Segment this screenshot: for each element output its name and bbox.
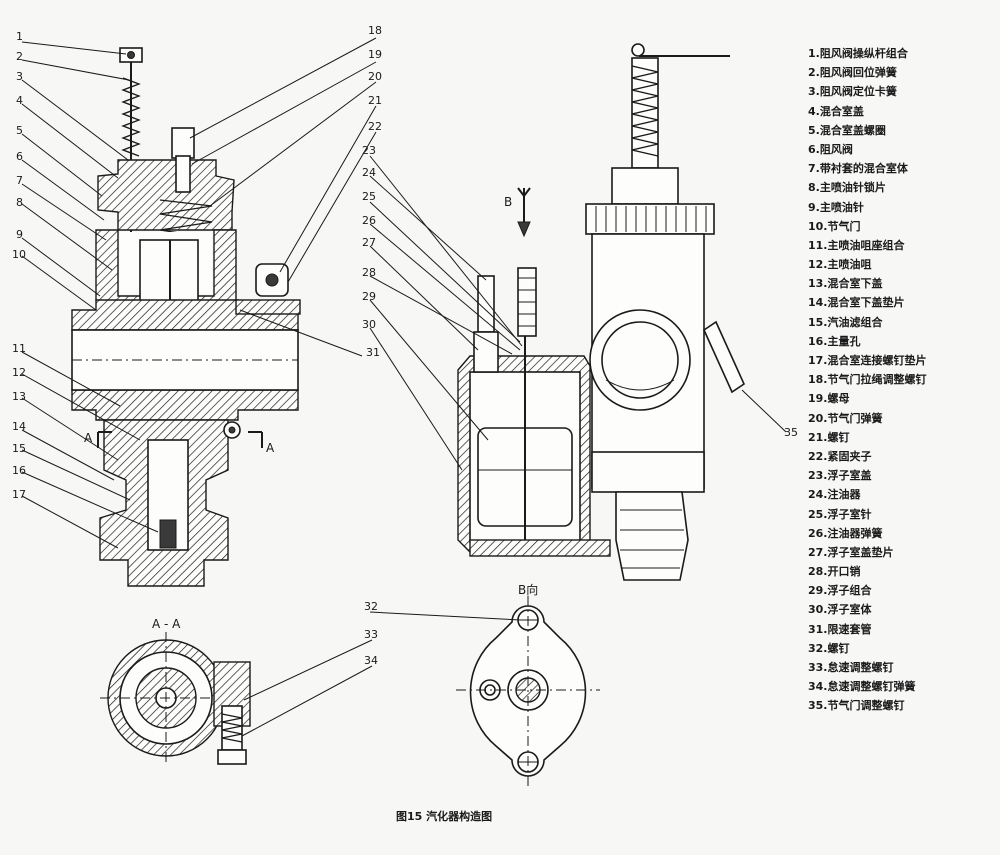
callout-1: 1 bbox=[16, 30, 23, 43]
callout-29: 29 bbox=[362, 290, 376, 303]
legend-item: 4.混合室盖 bbox=[808, 104, 864, 118]
legend-item: 2.阻风阀回位弹簧 bbox=[808, 66, 897, 80]
legend-item: 15.汽油滤组合 bbox=[808, 315, 883, 329]
callout-11: 11 bbox=[12, 342, 26, 355]
legend-item: 13.混合室下盖 bbox=[808, 277, 883, 291]
callout-18: 18 bbox=[368, 24, 382, 37]
legend-item: 20.节气门弹簧 bbox=[808, 411, 883, 425]
section-view-title: A - A bbox=[152, 617, 181, 631]
section-a-a-leaders bbox=[241, 639, 373, 737]
legend-item: 6.阻风阀 bbox=[808, 142, 853, 156]
callout-15: 15 bbox=[12, 442, 26, 455]
callout-26: 26 bbox=[362, 214, 376, 227]
callout-32: 32 bbox=[364, 600, 378, 613]
legend-item: 17.混合室连接螺钉垫片 bbox=[808, 354, 927, 367]
legend-item: 9.主喷油针 bbox=[808, 200, 864, 214]
figure-caption: 图15 汽化器构造图 bbox=[396, 810, 493, 823]
middle-leaders bbox=[369, 155, 787, 471]
section-mark-right: A bbox=[266, 441, 275, 455]
callout-3: 3 bbox=[16, 70, 23, 83]
middle-callouts: 23 24 25 26 27 28 29 30 35 B bbox=[362, 144, 798, 439]
callout-35: 35 bbox=[784, 426, 798, 439]
legend-item: 18.节气门拉绳调整螺钉 bbox=[808, 373, 927, 387]
callout-12: 12 bbox=[12, 366, 26, 379]
legend-item: 35.节气门调整螺钉 bbox=[808, 699, 905, 713]
callout-20: 20 bbox=[368, 70, 382, 83]
callout-30: 30 bbox=[362, 318, 376, 331]
b-view: B向 32 bbox=[364, 582, 600, 786]
legend-item: 32.螺钉 bbox=[808, 641, 850, 655]
callout-28: 28 bbox=[362, 266, 376, 279]
callout-34: 34 bbox=[364, 654, 378, 667]
legend-item: 8.主喷油针锁片 bbox=[808, 181, 886, 195]
legend-item: 16.主量孔 bbox=[808, 334, 861, 348]
callout-5: 5 bbox=[16, 124, 23, 137]
legend-item: 31.限速套管 bbox=[808, 622, 872, 636]
legend-item: 26.注油器弹簧 bbox=[808, 526, 883, 540]
callout-8: 8 bbox=[16, 196, 23, 209]
left-callouts: 1 2 3 4 5 6 7 8 9 10 11 12 13 14 15 16 1… bbox=[12, 30, 275, 501]
callout-21: 21 bbox=[368, 94, 382, 107]
callout-31: 31 bbox=[366, 346, 380, 359]
sectional-view bbox=[71, 47, 301, 587]
callout-4: 4 bbox=[16, 94, 23, 107]
legend-item: 33.怠速调整螺钉 bbox=[808, 661, 894, 674]
legend-item: 27.浮子室盖垫片 bbox=[808, 545, 894, 559]
legend-item: 10.节气门 bbox=[808, 219, 861, 233]
legend-item: 3.阻风阀定位卡簧 bbox=[808, 85, 897, 99]
callout-23: 23 bbox=[362, 144, 376, 157]
legend-item: 22.紧固夹子 bbox=[808, 449, 872, 463]
legend-item: 23.浮子室盖 bbox=[808, 469, 872, 483]
callout-33: 33 bbox=[364, 628, 378, 641]
b-view-title: B向 bbox=[518, 582, 538, 597]
legend-item: 7.带衬套的混合室体 bbox=[808, 162, 908, 176]
legend-item: 25.浮子室针 bbox=[808, 507, 872, 521]
callout-7: 7 bbox=[16, 174, 23, 187]
callout-2: 2 bbox=[16, 50, 23, 63]
external-view bbox=[457, 43, 746, 581]
legend-item: 34.怠速调整螺钉弹簧 bbox=[808, 680, 916, 694]
section-a-a: A - A bbox=[100, 617, 251, 765]
legend-item: 5.混合室盖螺圈 bbox=[808, 123, 886, 137]
callout-13: 13 bbox=[12, 390, 26, 403]
section-right-leaders bbox=[189, 37, 377, 357]
callout-24: 24 bbox=[362, 166, 376, 179]
legend-item: 28.开口销 bbox=[808, 565, 861, 579]
callout-22: 22 bbox=[368, 120, 382, 133]
legend-item: 19.螺母 bbox=[808, 392, 850, 406]
callout-9: 9 bbox=[16, 228, 23, 241]
left-leaders bbox=[21, 41, 159, 549]
legend-item: 11.主喷油咀座组合 bbox=[808, 238, 905, 252]
legend-item: 24.注油器 bbox=[808, 488, 861, 502]
parts-legend: 1.阻风阀操纵杆组合 2.阻风阀回位弹簧 3.阻风阀定位卡簧 4.混合室盖 5.混合室盖… bbox=[808, 44, 998, 716]
legend-item: 1.阻风阀操纵杆组合 bbox=[808, 47, 908, 60]
callout-25: 25 bbox=[362, 190, 376, 203]
section-right-callouts: 18 19 20 21 22 31 bbox=[366, 24, 382, 359]
callout-10: 10 bbox=[12, 248, 26, 261]
legend-item: 21.螺钉 bbox=[808, 430, 850, 444]
callout-19: 19 bbox=[368, 48, 382, 61]
callout-17: 17 bbox=[12, 488, 26, 501]
section-mark-left: A bbox=[84, 431, 93, 445]
callout-6: 6 bbox=[16, 150, 23, 163]
callout-16: 16 bbox=[12, 464, 26, 477]
callout-14: 14 bbox=[12, 420, 26, 433]
direction-arrow-label: B bbox=[504, 195, 512, 209]
legend-item: 14.混合室下盖垫片 bbox=[808, 296, 905, 310]
legend-item: 29.浮子组合 bbox=[808, 584, 872, 598]
callout-27: 27 bbox=[362, 236, 376, 249]
legend-item: 30.浮子室体 bbox=[808, 603, 872, 617]
legend-item: 12.主喷油咀 bbox=[808, 258, 872, 272]
